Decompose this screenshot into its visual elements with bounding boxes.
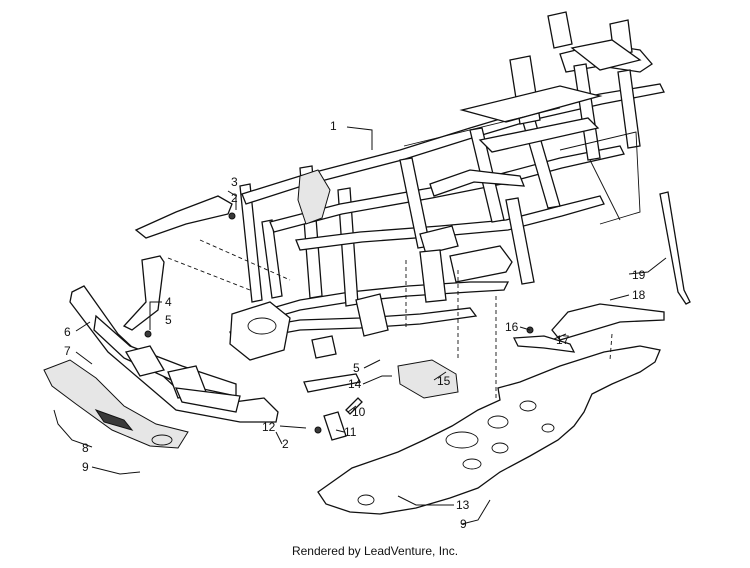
callout-19: 19 xyxy=(632,268,646,282)
skid-plate-hole xyxy=(519,400,537,412)
skid-plate-hole xyxy=(491,442,509,454)
callout-8: 8 xyxy=(82,441,89,455)
callout-9: 9 xyxy=(82,460,89,474)
rod xyxy=(659,191,691,305)
guide-lines xyxy=(167,239,613,400)
rear-rail xyxy=(551,303,665,341)
cross-bar xyxy=(512,335,576,353)
pad-strip xyxy=(303,373,361,393)
nut-12 xyxy=(314,426,322,434)
callout-7: 7 xyxy=(64,344,71,358)
skid-plate xyxy=(317,345,661,515)
nut-5 xyxy=(144,330,152,338)
callout-4: 4 xyxy=(165,295,172,309)
bracket xyxy=(323,411,347,441)
callout-2: 2 xyxy=(231,191,238,205)
support-bracket xyxy=(122,255,165,331)
upper-bar xyxy=(134,195,233,239)
callout-2: 2 xyxy=(282,437,289,451)
main-frame xyxy=(229,11,665,361)
skid-plate-hole xyxy=(462,458,482,470)
callout-14: 14 xyxy=(348,377,362,391)
callout-17: 17 xyxy=(556,333,570,347)
callout-11: 11 xyxy=(344,425,357,439)
skid-plate-hole xyxy=(445,431,479,449)
callout-1: 1 xyxy=(330,119,337,133)
front-skid-guard xyxy=(43,359,189,449)
leader-lines xyxy=(53,126,667,525)
skid-plate-hole xyxy=(541,423,555,433)
callout-12: 12 xyxy=(262,420,276,434)
callout-5: 5 xyxy=(353,361,360,375)
callout-6: 6 xyxy=(64,325,71,339)
skid-plate-hole xyxy=(357,494,375,506)
callout-13: 13 xyxy=(456,498,470,512)
skid-plate-hole xyxy=(487,415,509,429)
pad xyxy=(397,359,459,399)
callout-5: 5 xyxy=(165,313,172,327)
callout-15: 15 xyxy=(437,374,451,388)
render-credit: Rendered by LeadVenture, Inc. xyxy=(291,544,459,558)
callout-3: 3 xyxy=(231,175,238,189)
callout-10: 10 xyxy=(352,405,366,419)
callout-9: 9 xyxy=(460,517,467,531)
nut-2 xyxy=(228,212,236,220)
front-bumper xyxy=(69,285,279,423)
callout-18: 18 xyxy=(632,288,646,302)
callout-16: 16 xyxy=(505,320,519,334)
